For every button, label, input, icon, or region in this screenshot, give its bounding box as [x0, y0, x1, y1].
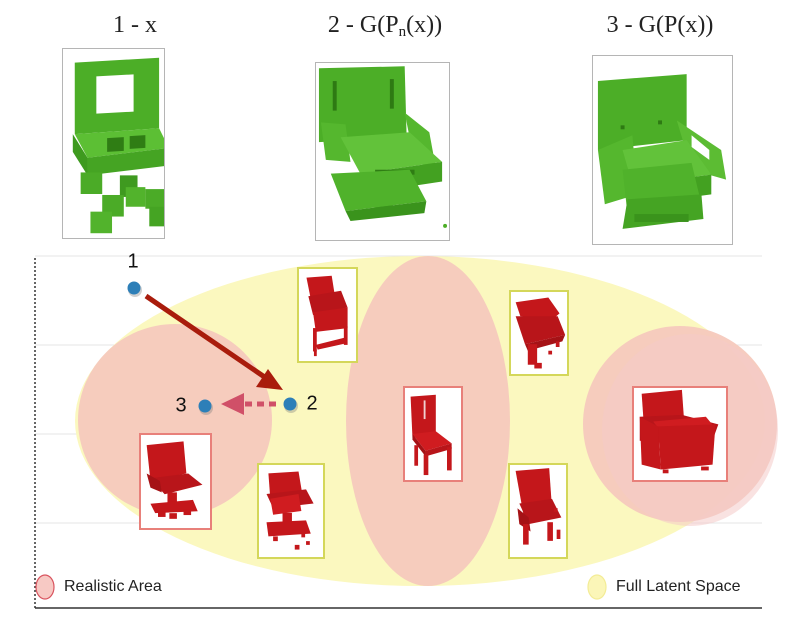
sample-chair-f: [508, 463, 568, 559]
legend-latent-label: Full Latent Space: [616, 578, 741, 595]
voxel-chair-icon: [318, 66, 448, 228]
voxel-chair-icon: [515, 297, 566, 369]
refinement-arrow: [221, 393, 276, 415]
point-label-2: 2: [306, 392, 318, 415]
point-label-3: 3: [175, 394, 187, 417]
realistic-area-left: [78, 324, 272, 516]
thumbnail-g-pn-x-chair: [315, 62, 450, 241]
legend-realistic-label: Realistic Area: [64, 578, 162, 595]
sample-chair-a: [297, 267, 358, 363]
legend-realistic-icon: [35, 574, 55, 600]
sample-chair-d: [139, 433, 212, 530]
title-input: 1 - x: [113, 12, 157, 38]
voxel-chair-icon: [72, 57, 164, 234]
legend-latent-icon: [587, 574, 607, 600]
sample-chair-e: [257, 463, 325, 559]
voxel-chair-icon: [410, 394, 452, 476]
projection-arrow: [144, 293, 283, 390]
thumbnail-g-p-x-chair: [592, 55, 733, 245]
title-g-p-x: 3 - G(P(x)): [606, 12, 714, 38]
latent-point-3: [198, 399, 213, 415]
voxel-chair-icon: [515, 468, 562, 545]
voxel-chair-icon: [639, 389, 719, 474]
voxel-chair-icon: [146, 441, 203, 519]
voxel-chair-icon: [266, 471, 314, 550]
sample-chair-b: [509, 290, 569, 376]
sample-chair-g: [632, 386, 728, 482]
latent-point-2: [283, 397, 298, 413]
point-label-1: 1: [127, 250, 139, 273]
title-g-pn-x: 2 - G(Pn(x)): [327, 12, 443, 40]
voxel-chair-icon: [306, 275, 348, 357]
latent-point-1: [127, 281, 142, 297]
thumbnail-input-chair: [62, 48, 165, 239]
voxel-chair-icon: [597, 74, 727, 229]
sample-chair-c: [403, 386, 463, 482]
